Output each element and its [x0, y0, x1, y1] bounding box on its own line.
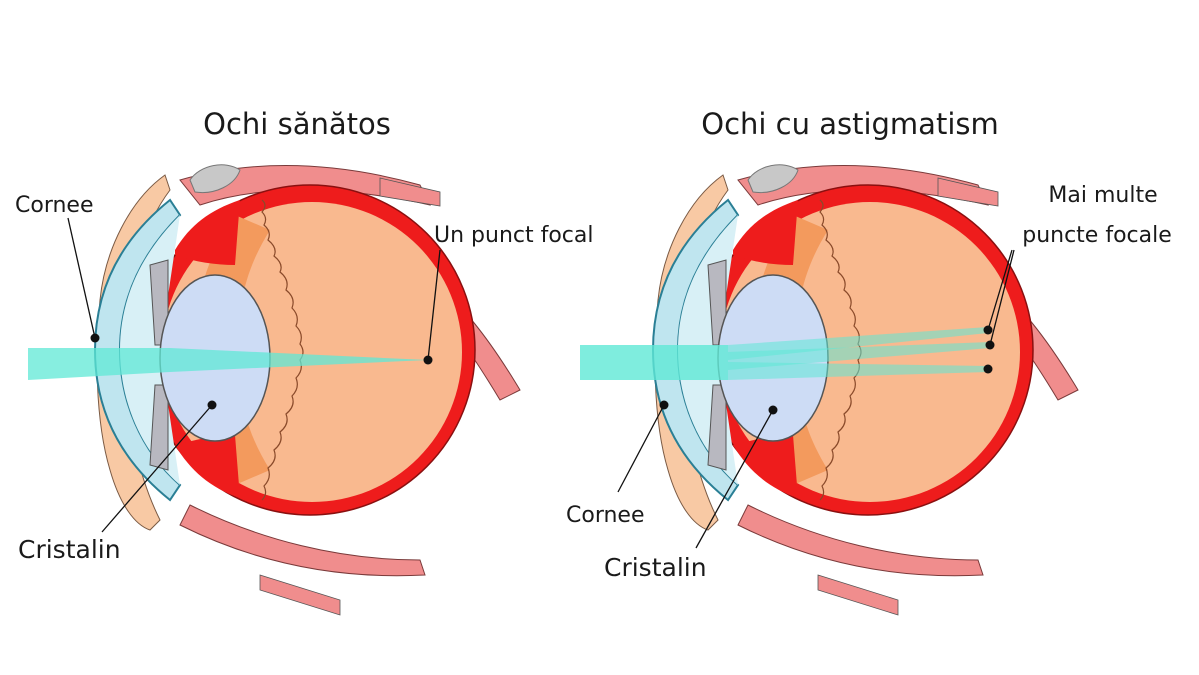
ciliary-body-upper	[733, 200, 798, 265]
focal-label-left: Un punct focal	[434, 223, 594, 248]
lower-tendon	[817, 574, 899, 616]
light-beam	[28, 348, 428, 380]
lens-leader	[101, 404, 213, 533]
lower-muscle	[179, 504, 426, 577]
orbital-fat	[189, 164, 241, 194]
healthy-eye	[28, 164, 521, 616]
focal-leader-1	[987, 249, 1013, 331]
upper-tendon	[379, 177, 441, 207]
cornea-leader	[617, 404, 665, 493]
lens-label-left: Cristalin	[18, 535, 121, 564]
lower-muscle	[737, 504, 984, 577]
title-astigmatic-eye: Ochi cu astigmatism	[701, 107, 999, 141]
cornea-label-left: Cornee	[15, 193, 94, 218]
focal-leader	[427, 249, 441, 361]
lower-tendon	[259, 574, 341, 616]
astigmatic-eye	[580, 164, 1079, 616]
light-beam-main	[580, 345, 728, 380]
upper-tendon	[937, 177, 999, 207]
focal-leader-2	[989, 249, 1015, 346]
ciliary-body-lower	[175, 435, 240, 498]
light-beam-lower	[728, 362, 988, 380]
title-healthy-eye: Ochi sănătos	[203, 107, 391, 141]
cornea-label-right: Cornee	[566, 503, 645, 528]
ciliary-body-lower	[733, 435, 798, 498]
focal-label-right-line2: puncte focale	[1022, 223, 1172, 248]
retina-boundary	[261, 199, 304, 501]
focal-point-3	[983, 364, 993, 374]
lens-label-right: Cristalin	[604, 553, 707, 582]
focal-label-right-line1: Mai multe	[1048, 183, 1157, 208]
cornea-leader	[67, 217, 96, 339]
lens-leader	[695, 409, 774, 549]
light-beam-middle	[728, 342, 990, 370]
ciliary-body-upper	[175, 200, 240, 265]
orbital-fat	[747, 164, 799, 194]
